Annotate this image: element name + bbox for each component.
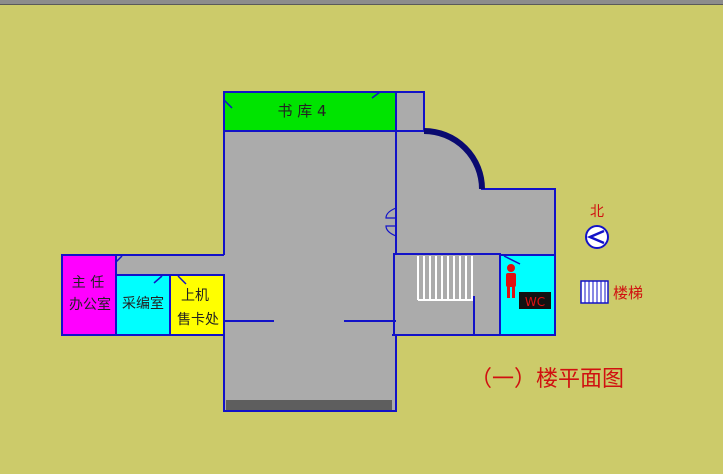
toilet-person-icon — [506, 264, 516, 298]
editing-room-label: 采编室 — [122, 295, 164, 312]
stairs-icon — [580, 280, 609, 304]
north-label: 北 — [590, 204, 604, 220]
wc-label: WC — [525, 295, 545, 309]
library-label: 书 库 4 — [277, 102, 326, 120]
wc-room[interactable]: WC — [499, 254, 556, 336]
library-room[interactable]: 书 库 4 — [223, 91, 397, 132]
compass-icon: 北 — [585, 204, 609, 249]
editing-room[interactable]: 采编室 — [115, 274, 171, 336]
stairs-legend-label: 楼梯 — [613, 284, 643, 302]
director-office-label-1: 主 任 — [72, 275, 104, 291]
door-swing-icon — [385, 207, 397, 237]
staircase — [417, 256, 475, 334]
director-office-room[interactable]: 主 任 办公室 — [61, 254, 117, 336]
window-top-bar — [0, 0, 723, 5]
main-hall — [116, 130, 397, 412]
card-office-label-1: 上机 — [181, 288, 209, 304]
floor-plan-title: （一）楼平面图 — [470, 367, 624, 392]
card-office-label-2: 售卡处 — [177, 312, 219, 328]
director-office-label-2: 办公室 — [69, 296, 111, 313]
card-office-room[interactable]: 上机 售卡处 — [169, 274, 225, 336]
